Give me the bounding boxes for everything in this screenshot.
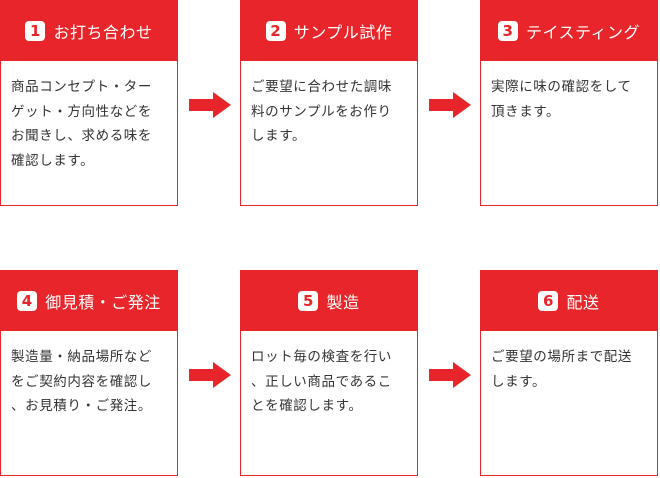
step-description: ご要望に合わせた調味 料のサンプルをお作り します。 — [251, 79, 392, 144]
arrow-right-icon — [189, 92, 231, 118]
step-card-3: 3 テイスティング 実際に味の確認をして 頂きます。 — [480, 0, 658, 206]
step-header: 2 サンプル試作 — [241, 1, 417, 61]
arrow-right-icon — [429, 362, 471, 388]
step-number-badge: 1 — [25, 21, 46, 41]
step-card-4: 4 御見積・ご発注 製造量・納品場所など をご契約内容を確認し 、お見積り・ご発… — [0, 270, 178, 476]
step-description: 商品コンセプト・ター ゲット・方向性などを お聞きし、求める味を 確認します。 — [11, 79, 152, 169]
step-number-badge: 5 — [298, 291, 319, 311]
step-title: お打ち合わせ — [53, 23, 153, 42]
step-header: 4 御見積・ご発注 — [1, 271, 177, 331]
arrow-right-icon — [429, 92, 471, 118]
step-description: 実際に味の確認をして 頂きます。 — [491, 79, 632, 120]
step-number-badge: 3 — [497, 21, 518, 41]
step-title: 製造 — [326, 293, 360, 312]
arrow-right-icon — [189, 362, 231, 388]
step-title: サンプル試作 — [293, 23, 393, 42]
step-card-2: 2 サンプル試作 ご要望に合わせた調味 料のサンプルをお作り します。 — [240, 0, 418, 206]
step-header: 6 配送 — [481, 271, 657, 331]
step-number-badge: 2 — [265, 21, 286, 41]
step-number-badge: 6 — [538, 291, 559, 311]
step-description: ロット毎の検査を行い 、正しい商品であるこ とを確認します。 — [251, 349, 392, 414]
step-card-6: 6 配送 ご要望の場所まで配送 します。 — [480, 270, 658, 476]
step-title: 御見積・ご発注 — [45, 293, 161, 312]
step-description: 製造量・納品場所など をご契約内容を確認し 、お見積り・ご発注。 — [11, 349, 152, 414]
step-description: ご要望の場所まで配送 します。 — [491, 349, 632, 390]
step-card-1: 1 お打ち合わせ 商品コンセプト・ター ゲット・方向性などを お聞きし、求める味… — [0, 0, 178, 206]
step-number-badge: 4 — [17, 291, 38, 311]
step-header: 5 製造 — [241, 271, 417, 331]
step-title: テイスティング — [525, 23, 641, 42]
step-header: 3 テイスティング — [481, 1, 657, 61]
step-header: 1 お打ち合わせ — [1, 1, 177, 61]
step-title: 配送 — [566, 293, 600, 312]
step-card-5: 5 製造 ロット毎の検査を行い 、正しい商品であるこ とを確認します。 — [240, 270, 418, 476]
